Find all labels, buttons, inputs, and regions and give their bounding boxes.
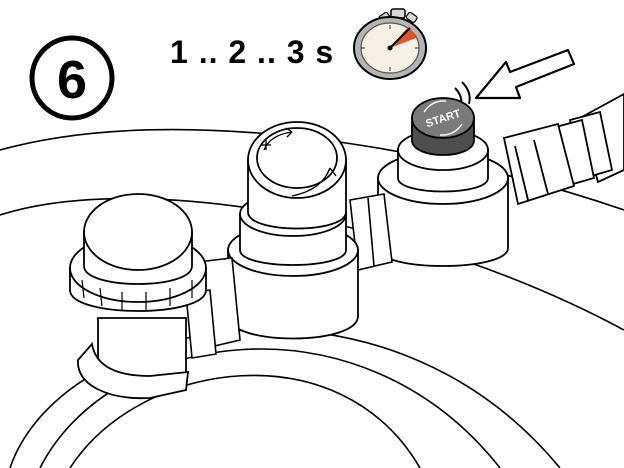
timing-label: 1 .. 2 .. 3 s	[170, 34, 335, 70]
start-button[interactable]: START	[411, 97, 475, 156]
rotate-arrow-icon	[261, 127, 337, 197]
arrow-left-icon	[454, 48, 576, 107]
stopwatch-icon	[353, 8, 427, 80]
knob-grip-ridges	[81, 279, 193, 310]
step-number: 6	[57, 50, 87, 110]
step-number-badge: 6	[29, 35, 115, 121]
selector-valve-body	[227, 121, 359, 340]
hose-fitting	[502, 92, 624, 206]
coupling	[349, 193, 393, 271]
knob-valve-body	[69, 193, 207, 400]
